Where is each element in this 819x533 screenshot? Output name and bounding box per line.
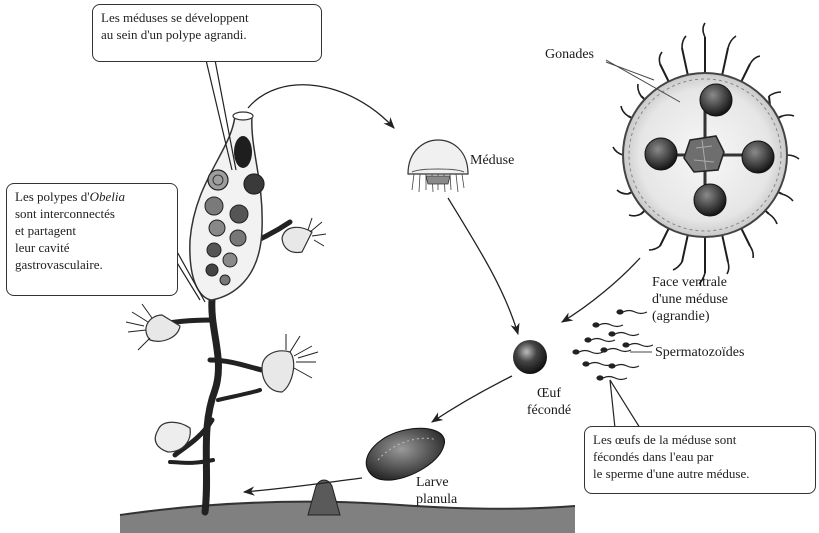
label-larve-planula: Larve planula <box>416 474 486 508</box>
callout-fertilization: Les œufs de la méduse sont fécondés dans… <box>584 426 816 494</box>
callout-line: gastrovasculaire. <box>15 256 169 273</box>
settled-polyp <box>308 480 340 515</box>
label-line: Œuf <box>514 385 584 402</box>
label-line: fécondé <box>514 402 584 419</box>
callout-polyp-interconnection: Les polypes d'Obelia sont interconnectés… <box>6 183 178 296</box>
medusa-ventral-view <box>613 23 799 284</box>
sperm-cells <box>573 310 653 380</box>
callout-line: sont interconnectés <box>15 205 169 222</box>
medusa-drawing <box>408 140 468 192</box>
planula-larva <box>366 428 444 480</box>
label-line: (agrandie) <box>652 308 762 325</box>
feeding-polyp-left <box>126 304 180 350</box>
label-oeuf-feconde: Œuf fécondé <box>514 385 584 419</box>
fertilized-egg <box>513 340 547 374</box>
callout-line: leur cavité <box>15 239 169 256</box>
label-face-ventrale: Face ventrale d'une méduse (agrandie) <box>652 274 762 325</box>
callout-medusa-development: Les méduses se développent au sein d'un … <box>92 4 322 62</box>
callout-line: Les œufs de la méduse sont <box>593 431 807 448</box>
label-spermatozoides: Spermatozoïdes <box>655 344 744 361</box>
callout-line: le sperme d'une autre méduse. <box>593 465 807 482</box>
label-meduse: Méduse <box>470 152 514 169</box>
label-gonades: Gonades <box>545 46 594 63</box>
label-line: Larve <box>416 474 486 491</box>
callout-line: au sein d'un polype agrandi. <box>101 26 313 43</box>
label-line: planula <box>416 491 486 508</box>
callout-line-with-italic: Les polypes d'Obelia <box>15 188 169 205</box>
label-line: d'une méduse <box>652 291 762 308</box>
label-line: Face ventrale <box>652 274 762 291</box>
gonangium <box>190 112 264 300</box>
callout-line: fécondés dans l'eau par <box>593 448 807 465</box>
callout-line: Les méduses se développent <box>101 9 313 26</box>
feeding-polyp-middle-right <box>262 334 318 392</box>
obelia-genus-name: Obelia <box>90 189 125 204</box>
callout-text: Les polypes d' <box>15 189 90 204</box>
callout-line: et partagent <box>15 222 169 239</box>
seafloor-ground <box>120 502 575 533</box>
